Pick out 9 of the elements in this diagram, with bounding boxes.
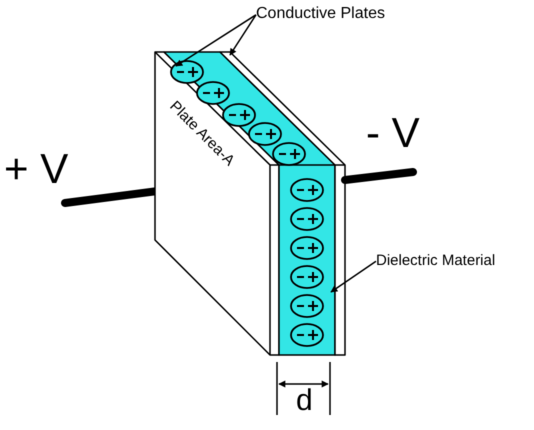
conductive-plate [154, 51, 280, 356]
callout-label: Dielectric Material [376, 253, 496, 268]
leader-line [229, 14, 257, 56]
callout-label: Conductive Plates [256, 6, 385, 22]
voltage-label: - V [366, 112, 420, 154]
voltage-label: + V [4, 148, 68, 190]
dimension-label: d [296, 386, 313, 416]
leader-line [330, 260, 376, 293]
leader-line [175, 14, 256, 67]
